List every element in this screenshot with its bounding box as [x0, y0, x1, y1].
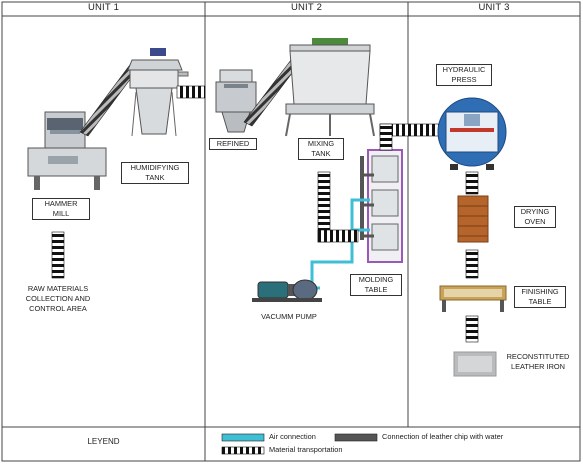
outer-frame: [1, 1, 581, 462]
water-connection-branches: [362, 173, 374, 238]
reconstituted-leather-product: [453, 351, 497, 377]
transport-unit1-unit2: [176, 85, 206, 99]
drying-oven-label-line2: OVEN: [524, 217, 546, 226]
mixing-tank-machine: [285, 38, 375, 137]
molding-table-label: MOLDING TABLE: [350, 274, 402, 296]
hydraulic-press-machine: [437, 97, 507, 170]
finishing-table-label-line2: TABLE: [528, 297, 552, 306]
humidifying-tank-machine: [127, 48, 189, 137]
finishing-table-label-line1: FINISHING: [521, 287, 559, 296]
hammer-mill-label-line2: MILL: [52, 209, 70, 218]
transport-finishing-product: [465, 315, 479, 343]
hammer-mill-machine: [27, 111, 107, 190]
raw-materials-label-line3: CONTROL AREA: [29, 304, 87, 313]
mixing-tank-label-line1: MIXING: [307, 139, 335, 148]
vacuum-pump-label-text: VACUMM PUMP: [261, 312, 317, 321]
raw-materials-label-line1: RAW MATERIALS: [27, 284, 89, 293]
hammer-mill-label-line1: HAMMER: [44, 199, 78, 208]
drying-oven-label-line1: DRYING: [520, 207, 550, 216]
mixing-tank-label-line2: TANK: [311, 149, 331, 158]
mixing-tank-label: MIXING TANK: [298, 138, 344, 160]
reconstituted-leather-label-line2: LEATHER IRON: [510, 362, 566, 371]
humidifying-tank-label: HUMIDIFYING TANK: [121, 162, 189, 184]
transport-unit2-unit3-v: [379, 123, 393, 151]
transport-press-oven: [465, 171, 479, 195]
legend-title: LEYEND: [87, 437, 120, 446]
vacuum-pump-label: VACUMM PUMP: [250, 312, 328, 322]
legend-air-swatch: [221, 433, 265, 442]
legend-water-swatch: [334, 433, 378, 442]
refined-label: REFINED: [209, 138, 257, 150]
legend-water-label: Connection of leather chip with water: [382, 432, 504, 441]
vacuum-pump-machine: [252, 279, 322, 302]
unit-1-title: UNIT 1: [87, 2, 120, 13]
reconstituted-leather-label-line1: RECONSTITUTED: [506, 352, 570, 361]
legend-air-label: Air connection: [269, 432, 316, 441]
transport-mixing-molding-h: [317, 229, 359, 243]
refined-label-text: REFINED: [216, 139, 250, 148]
molding-table-machine: [367, 149, 403, 263]
drying-oven-label: DRYING OVEN: [514, 206, 556, 228]
legend-transport-swatch: [221, 446, 265, 455]
transport-raw-materials: [51, 231, 65, 279]
transport-oven-finishing: [465, 249, 479, 279]
humidifying-tank-label-line1: HUMIDIFYING: [130, 163, 180, 172]
finishing-table-label: FINISHING TABLE: [514, 286, 566, 308]
drying-oven-machine: [457, 195, 489, 243]
raw-materials-label: RAW MATERIALS COLLECTION AND CONTROL ARE…: [12, 284, 104, 314]
legend-transport-label: Material transportation: [269, 445, 343, 454]
raw-materials-label-line2: COLLECTION AND: [25, 294, 91, 303]
refiner-machine: [215, 69, 257, 133]
reconstituted-leather-label: RECONSTITUTED LEATHER IRON: [500, 352, 576, 372]
finishing-table-machine: [439, 285, 507, 312]
hydraulic-press-label-line1: HYDRAULIC: [442, 65, 486, 74]
unit-2-title: UNIT 2: [290, 2, 323, 13]
unit-3-title: UNIT 3: [478, 2, 510, 13]
molding-table-label-line1: MOLDING: [358, 275, 394, 284]
hammer-mill-label: HAMMER MILL: [32, 198, 90, 220]
molding-table-label-line2: TABLE: [364, 285, 388, 294]
hydraulic-press-label: HYDRAULIC PRESS: [436, 64, 492, 86]
hydraulic-press-label-line2: PRESS: [451, 75, 477, 84]
humidifying-tank-label-line2: TANK: [145, 173, 165, 182]
